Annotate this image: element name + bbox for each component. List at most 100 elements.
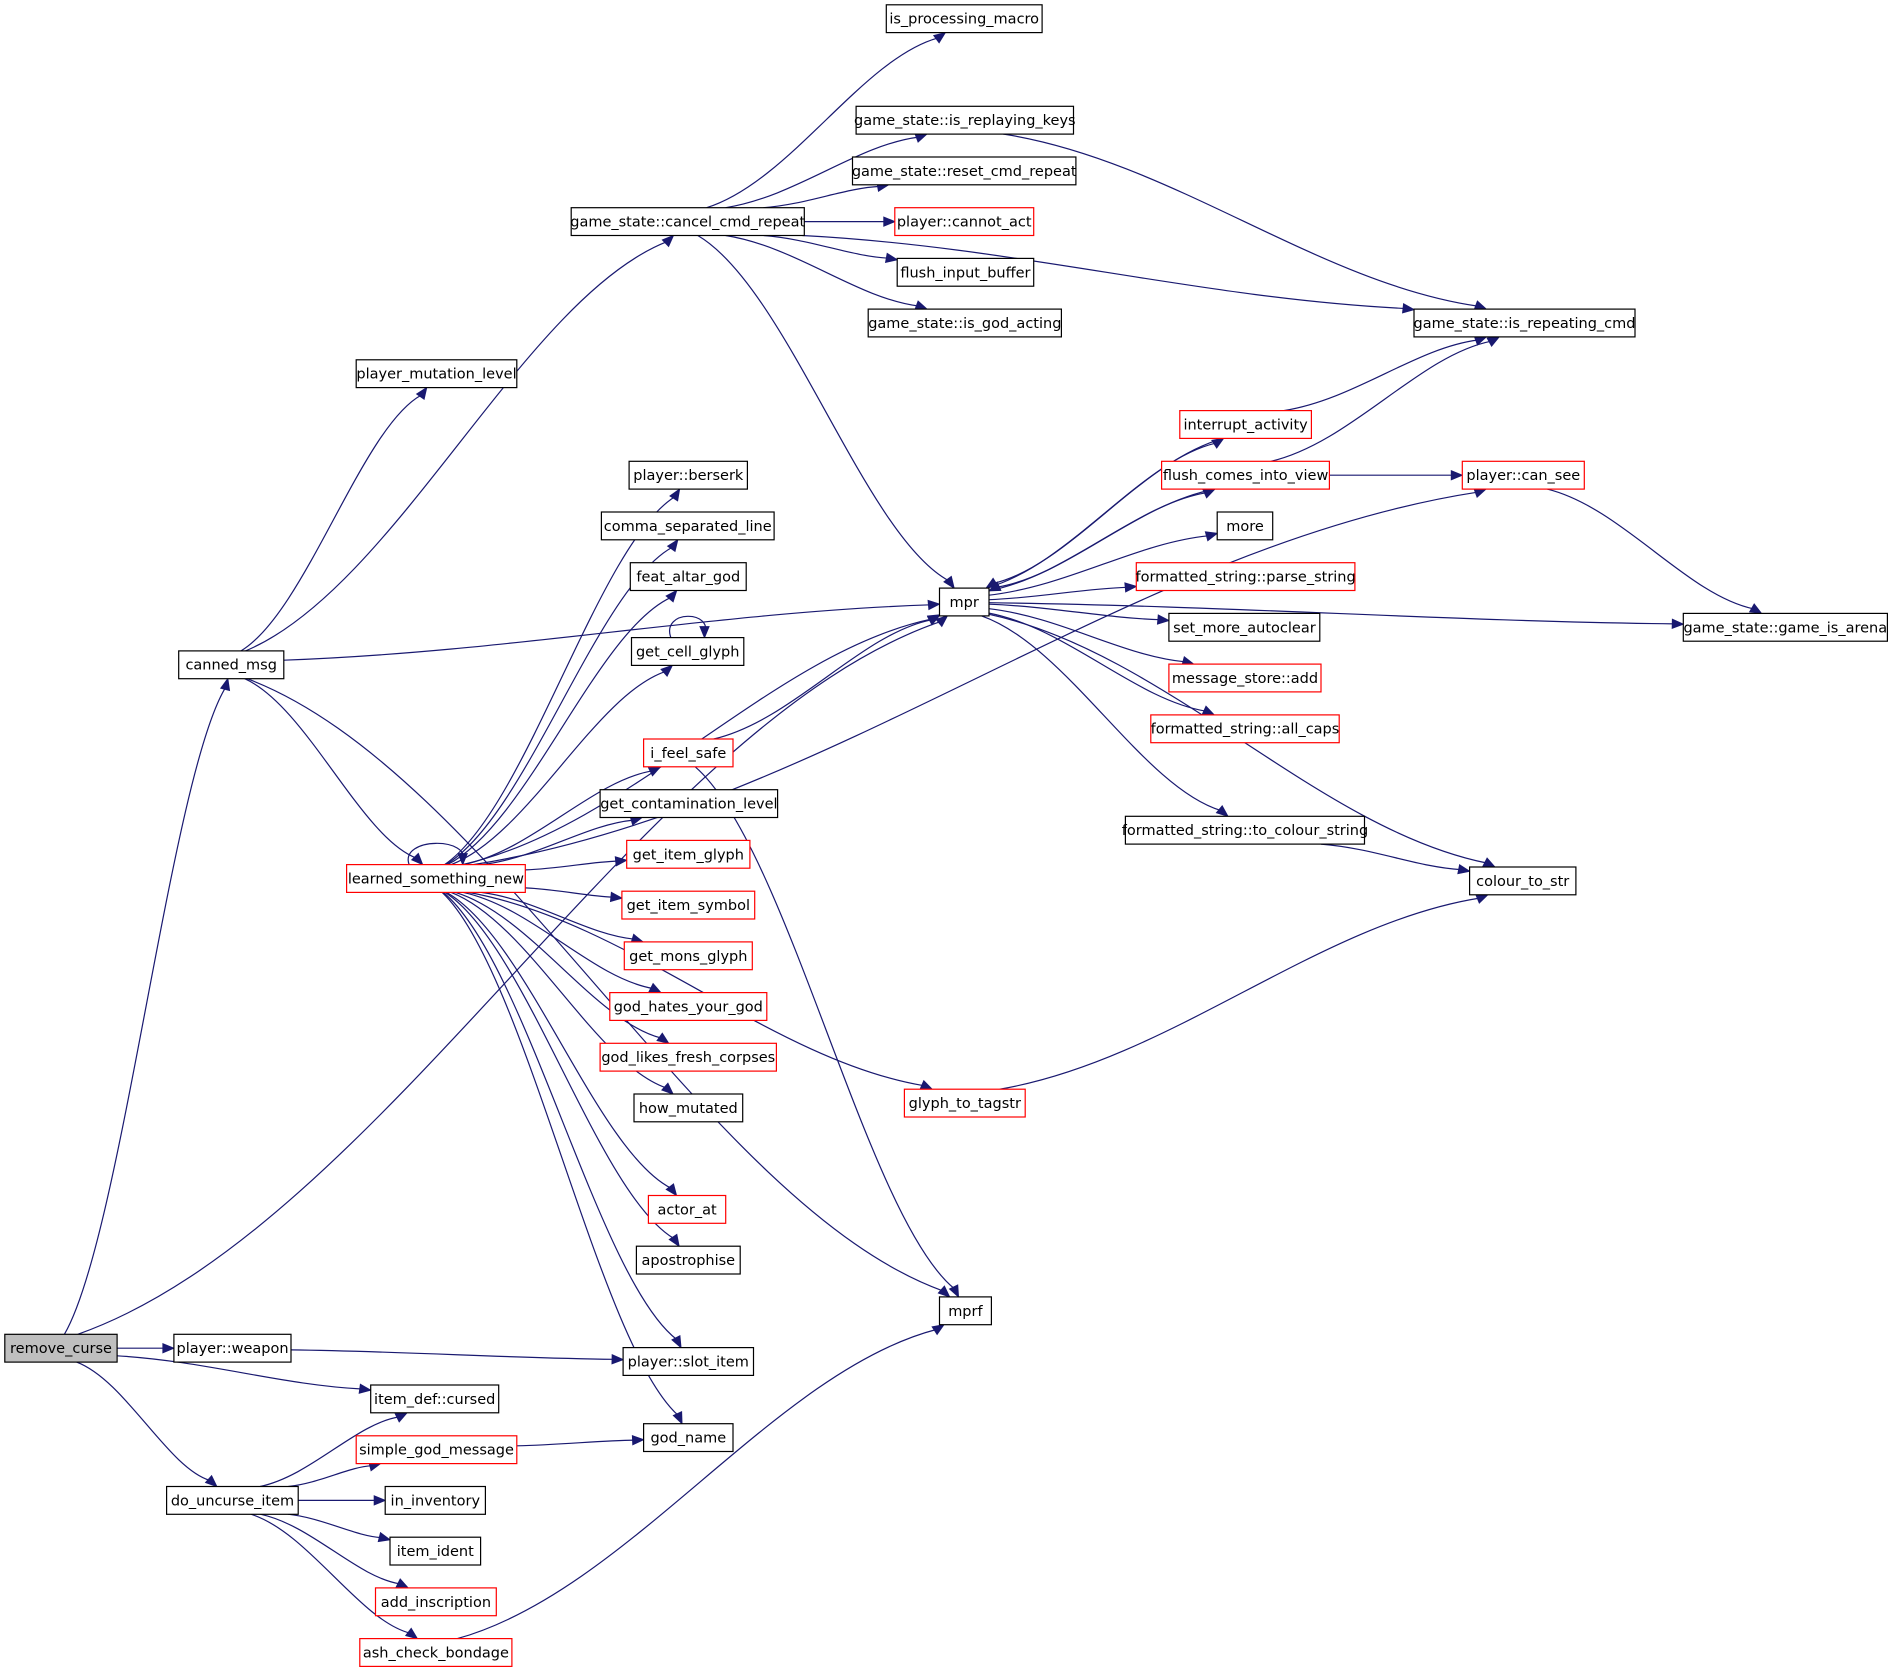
node-box[interactable] [647, 1194, 727, 1224]
node-box[interactable] [370, 1384, 500, 1414]
node-canned-msg[interactable]: canned_msg [178, 650, 285, 680]
node-mprf[interactable]: mprf [938, 1296, 993, 1326]
node-box[interactable] [1682, 612, 1889, 642]
node-how-mutated[interactable]: how_mutated [633, 1093, 744, 1123]
node-get-contamination-level[interactable]: get_contamination_level [599, 789, 779, 819]
node-player-can-see[interactable]: player::can_see [1461, 460, 1585, 490]
node-box[interactable] [609, 991, 768, 1021]
node-box[interactable] [1413, 308, 1636, 338]
node-formatted-string-all-caps[interactable]: formatted_string::all_caps [1150, 714, 1340, 744]
node-box[interactable] [938, 587, 990, 617]
node-box[interactable] [626, 839, 751, 869]
node-ash-check-bondage[interactable]: ash_check_bondage [359, 1637, 513, 1667]
node-box[interactable] [355, 359, 518, 389]
node-box[interactable] [374, 1587, 497, 1617]
node-interrupt-activity[interactable]: interrupt_activity [1179, 410, 1313, 440]
node-box[interactable] [630, 636, 745, 666]
node-box[interactable] [885, 4, 1043, 34]
node-add-inscription[interactable]: add_inscription [374, 1587, 497, 1617]
node-box[interactable] [903, 1088, 1026, 1118]
node-formatted-string-parse-string[interactable]: formatted_string::parse_string [1135, 562, 1356, 592]
node-box[interactable] [629, 562, 747, 592]
node-get-mons-glyph[interactable]: get_mons_glyph [623, 941, 753, 971]
node-simple-god-message[interactable]: simple_god_message [355, 1435, 518, 1465]
node-box[interactable] [633, 1093, 744, 1123]
node-item-ident[interactable]: item_ident [389, 1536, 482, 1566]
node-game-state-is-replaying-keys[interactable]: game_state::is_replaying_keys [854, 105, 1076, 135]
node-player-berserk[interactable]: player::berserk [628, 460, 748, 490]
node-player-cannot-act[interactable]: player::cannot_act [894, 207, 1035, 237]
node-get-item-glyph[interactable]: get_item_glyph [626, 839, 751, 869]
node-box[interactable] [938, 1296, 993, 1326]
node-box[interactable] [570, 207, 805, 237]
node-box[interactable] [1135, 562, 1356, 592]
node-box[interactable] [4, 1333, 118, 1363]
node-box[interactable] [642, 738, 734, 768]
node-box[interactable] [178, 650, 285, 680]
node-box[interactable] [1461, 460, 1585, 490]
node-game-state-cancel-cmd-repeat[interactable]: game_state::cancel_cmd_repeat [570, 207, 805, 237]
node-i-feel-safe[interactable]: i_feel_safe [642, 738, 734, 768]
node-apostrophise[interactable]: apostrophise [635, 1245, 741, 1275]
node-box[interactable] [1179, 410, 1313, 440]
node-more[interactable]: more [1216, 511, 1274, 541]
node-box[interactable] [867, 308, 1063, 338]
node-box[interactable] [1168, 663, 1322, 693]
node-box[interactable] [851, 156, 1077, 186]
node-remove-curse[interactable]: remove_curse [4, 1333, 118, 1363]
node-box[interactable] [1468, 866, 1577, 896]
node-box[interactable] [384, 1485, 487, 1515]
node-get-cell-glyph[interactable]: get_cell_glyph [630, 636, 745, 666]
node-box[interactable] [599, 789, 779, 819]
node-in-inventory[interactable]: in_inventory [384, 1485, 487, 1515]
node-god-name[interactable]: god_name [642, 1423, 734, 1453]
node-box[interactable] [628, 460, 748, 490]
node-glyph-to-tagstr[interactable]: glyph_to_tagstr [903, 1088, 1026, 1118]
node-formatted-string-to-colour-string[interactable]: formatted_string::to_colour_string [1122, 815, 1368, 845]
node-box[interactable] [1160, 460, 1330, 490]
node-god-hates-your-god[interactable]: god_hates_your_god [609, 991, 768, 1021]
node-set-more-autoclear[interactable]: set_more_autoclear [1168, 612, 1321, 642]
node-player-slot-item[interactable]: player::slot_item [622, 1346, 755, 1376]
node-box[interactable] [600, 511, 775, 541]
node-box[interactable] [1216, 511, 1274, 541]
node-box[interactable] [621, 890, 756, 920]
node-box[interactable] [346, 863, 526, 893]
node-message-store-add[interactable]: message_store::add [1168, 663, 1322, 693]
node-box[interactable] [896, 257, 1035, 287]
node-god-likes-fresh-corpses[interactable]: god_likes_fresh_corpses [599, 1042, 777, 1072]
node-player-mutation-level[interactable]: player_mutation_level [355, 359, 518, 389]
node-colour-to-str[interactable]: colour_to_str [1468, 866, 1577, 896]
node-item-def-cursed[interactable]: item_def::cursed [370, 1384, 500, 1414]
node-game-state-reset-cmd-repeat[interactable]: game_state::reset_cmd_repeat [851, 156, 1077, 186]
node-do-uncurse-item[interactable]: do_uncurse_item [166, 1485, 299, 1515]
node-box[interactable] [894, 207, 1035, 237]
node-box[interactable] [622, 1346, 755, 1376]
node-learned-something-new[interactable]: learned_something_new [346, 863, 526, 893]
node-player-weapon[interactable]: player::weapon [173, 1333, 292, 1363]
node-flush-comes-into-view[interactable]: flush_comes_into_view [1160, 460, 1330, 490]
node-box[interactable] [166, 1485, 299, 1515]
node-box[interactable] [359, 1637, 513, 1667]
node-box[interactable] [389, 1536, 482, 1566]
node-box[interactable] [642, 1423, 734, 1453]
node-feat-altar-god[interactable]: feat_altar_god [629, 562, 747, 592]
node-box[interactable] [1124, 815, 1366, 845]
node-flush-input-buffer[interactable]: flush_input_buffer [896, 257, 1035, 287]
node-game-state-game-is-arena[interactable]: game_state::game_is_arena [1682, 612, 1889, 642]
node-game-state-is-god-acting[interactable]: game_state::is_god_acting [867, 308, 1063, 338]
node-box[interactable] [635, 1245, 741, 1275]
node-mpr[interactable]: mpr [938, 587, 990, 617]
node-comma-separated-line[interactable]: comma_separated_line [600, 511, 775, 541]
node-game-state-is-repeating-cmd[interactable]: game_state::is_repeating_cmd [1413, 308, 1636, 338]
node-box[interactable] [855, 105, 1075, 135]
node-box[interactable] [355, 1435, 518, 1465]
node-box[interactable] [1168, 612, 1321, 642]
node-box[interactable] [173, 1333, 292, 1363]
node-is-processing-macro[interactable]: is_processing_macro [885, 4, 1043, 34]
node-box[interactable] [599, 1042, 777, 1072]
node-box[interactable] [623, 941, 753, 971]
node-get-item-symbol[interactable]: get_item_symbol [621, 890, 756, 920]
node-box[interactable] [1150, 714, 1340, 744]
node-actor-at[interactable]: actor_at [647, 1194, 727, 1224]
